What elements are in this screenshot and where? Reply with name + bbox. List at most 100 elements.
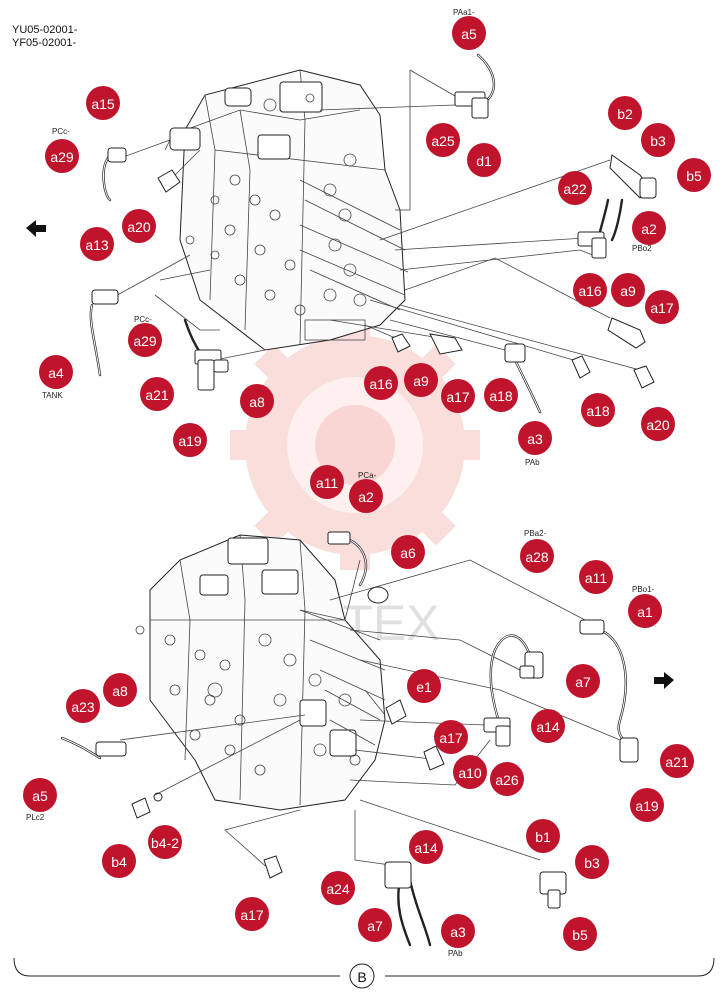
callout-bubble xyxy=(520,539,554,573)
callout-bubble xyxy=(581,393,615,427)
callout-bubble xyxy=(484,378,518,412)
callout-bubble xyxy=(677,158,711,192)
callout-bubble xyxy=(407,669,441,703)
label-pbo2: PBo2 xyxy=(632,244,652,253)
bottom-callout-a10: a10 xyxy=(453,755,487,789)
callout-bubble xyxy=(441,379,475,413)
label-pab: PAb xyxy=(525,458,540,467)
callout-text: b1 xyxy=(535,829,551,845)
callout-bubble xyxy=(630,788,664,822)
bottom-callout-a14: a14 xyxy=(531,709,565,743)
callout-text: a18 xyxy=(489,388,513,404)
bottom-callout-b4-2: b4-2 xyxy=(148,825,182,859)
top-callout-a17: a17 xyxy=(645,290,679,324)
callout-text: a17 xyxy=(240,907,264,923)
callout-text: a20 xyxy=(127,219,151,235)
callout-text: a9 xyxy=(620,283,636,299)
callout-text: b2 xyxy=(617,106,633,122)
callout-bubble xyxy=(173,423,207,457)
bottom-callout-e1: e1 xyxy=(407,669,441,703)
callout-bubble xyxy=(235,897,269,931)
callout-bubble xyxy=(39,355,73,389)
bottom-callout-a7: a7 xyxy=(358,908,392,942)
top-callout-a16: a16 xyxy=(573,273,607,307)
label-tank: TANK xyxy=(42,391,63,400)
callout-bubble xyxy=(23,778,57,812)
callout-text: b4-2 xyxy=(151,835,179,851)
top-fittings xyxy=(89,53,657,414)
model-code-1: YU05-02001- xyxy=(12,24,78,36)
callout-text: a22 xyxy=(563,181,587,197)
callout-text: a19 xyxy=(178,433,202,449)
bottom-callout-a14: a14 xyxy=(409,830,443,864)
callout-text: a4 xyxy=(48,365,64,381)
callout-bubble xyxy=(103,673,137,707)
label-pab-2: PAb xyxy=(448,949,463,958)
bottom-callout-a7: a7 xyxy=(566,664,600,698)
top-text-labels: PAa1- PCc- PBo2 TANK PCc- PAb xyxy=(42,8,652,467)
callout-bubble xyxy=(608,96,642,130)
top-callout-a18: a18 xyxy=(581,393,615,427)
callout-bubble xyxy=(404,363,438,397)
callout-text: a5 xyxy=(32,788,48,804)
top-callout-a22: a22 xyxy=(558,171,592,205)
callout-text: a5 xyxy=(461,26,477,42)
bottom-callout-a28: a28 xyxy=(520,539,554,573)
callout-text: a21 xyxy=(665,754,689,770)
callout-bubble xyxy=(453,755,487,789)
bottom-leader-lines xyxy=(119,559,621,871)
callout-text: b3 xyxy=(650,133,666,149)
callout-bubble xyxy=(573,273,607,307)
bottom-control-valve xyxy=(135,534,386,811)
callout-text: a29 xyxy=(50,149,74,165)
top-callout-a8: a8 xyxy=(240,384,274,418)
bottom-callout-a3: a3 xyxy=(441,914,475,948)
callout-text: a25 xyxy=(431,133,455,149)
bottom-callout-a26: a26 xyxy=(490,762,524,796)
top-callout-a13: a13 xyxy=(80,227,114,261)
section-brace: B xyxy=(13,957,715,989)
bottom-callout-b3: b3 xyxy=(575,845,609,879)
callout-bubble xyxy=(358,908,392,942)
top-callout-a2: a2 xyxy=(632,211,666,245)
label-pcc: PCc- xyxy=(52,127,70,136)
callout-text: a1 xyxy=(637,604,653,620)
callout-text: a7 xyxy=(367,918,383,934)
top-callout-a29: a29 xyxy=(128,323,162,357)
section-letter: B xyxy=(357,969,366,985)
label-pca: PCa- xyxy=(358,471,377,480)
callout-bubble xyxy=(645,290,679,324)
bottom-callout-a8: a8 xyxy=(103,673,137,707)
callout-text: a29 xyxy=(133,333,157,349)
callout-bubble xyxy=(391,535,425,569)
top-callout-a9: a9 xyxy=(611,273,645,307)
callout-text: d1 xyxy=(476,153,492,169)
callout-bubble xyxy=(563,917,597,951)
callout-bubble xyxy=(122,209,156,243)
callout-bubble xyxy=(148,825,182,859)
callout-bubble xyxy=(531,709,565,743)
callout-bubble xyxy=(611,273,645,307)
bottom-callout-a1: a1 xyxy=(628,594,662,628)
callout-text: a13 xyxy=(85,237,109,253)
top-callout-a16: a16 xyxy=(364,366,398,400)
callout-text: a3 xyxy=(450,924,466,940)
callout-bubble xyxy=(364,366,398,400)
top-callout-a15: a15 xyxy=(86,86,120,120)
callout-bubble xyxy=(240,384,274,418)
callout-bubble xyxy=(660,744,694,778)
model-code-2: YF05-02001- xyxy=(12,37,77,49)
callout-text: a14 xyxy=(414,840,438,856)
top-callout-b2: b2 xyxy=(608,96,642,130)
top-callout-b3: b3 xyxy=(641,123,675,157)
callout-text: a9 xyxy=(413,373,429,389)
callout-bubble xyxy=(441,914,475,948)
callout-bubble xyxy=(66,689,100,723)
arrow-left-icon xyxy=(26,220,46,237)
top-callout-d1: d1 xyxy=(467,143,501,177)
label-plc2: PLc2 xyxy=(26,813,45,822)
callout-bubble xyxy=(518,421,552,455)
top-callout-a3: a3 xyxy=(518,421,552,455)
arrow-right-icon xyxy=(654,672,674,689)
